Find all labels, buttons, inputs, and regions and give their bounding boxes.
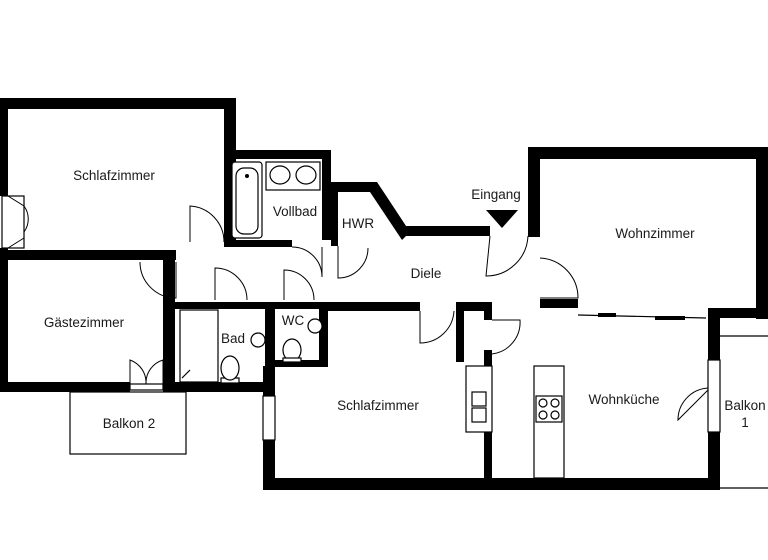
toilet-icon (220, 338, 302, 384)
label-schlafzimmer-1: Schlafzimmer (73, 168, 155, 183)
sink-icon (250, 318, 323, 348)
label-bad: Bad (221, 331, 245, 346)
balconies (69, 335, 768, 489)
walls (0, 98, 768, 490)
label-gaestezimmer: Gästezimmer (44, 315, 125, 330)
label-hwr: HWR (342, 216, 374, 231)
label-eingang: Eingang (471, 187, 521, 202)
label-balkon-1-number: 1 (741, 415, 749, 430)
label-wohnkueche: Wohnküche (588, 392, 659, 407)
shower-icon (179, 309, 219, 383)
doors (7, 195, 709, 422)
windows (0, 195, 768, 441)
label-wohnzimmer: Wohnzimmer (615, 226, 695, 241)
label-balkon-2: Balkon 2 (103, 416, 156, 431)
label-vollbad: Vollbad (273, 204, 317, 219)
bathtub-icon (231, 161, 263, 239)
sink-icon (265, 161, 321, 191)
sink-icon (465, 365, 493, 433)
label-balkon-1: Balkon (724, 398, 765, 413)
label-schlafzimmer-2: Schlafzimmer (337, 398, 419, 413)
entrance-arrow-icon (486, 210, 518, 228)
room-labels: Schlafzimmer Vollbad HWR Eingang Wohnzim… (44, 168, 766, 431)
label-diele: Diele (411, 266, 442, 281)
label-wc: WC (282, 313, 305, 328)
stove-icon (533, 365, 565, 479)
